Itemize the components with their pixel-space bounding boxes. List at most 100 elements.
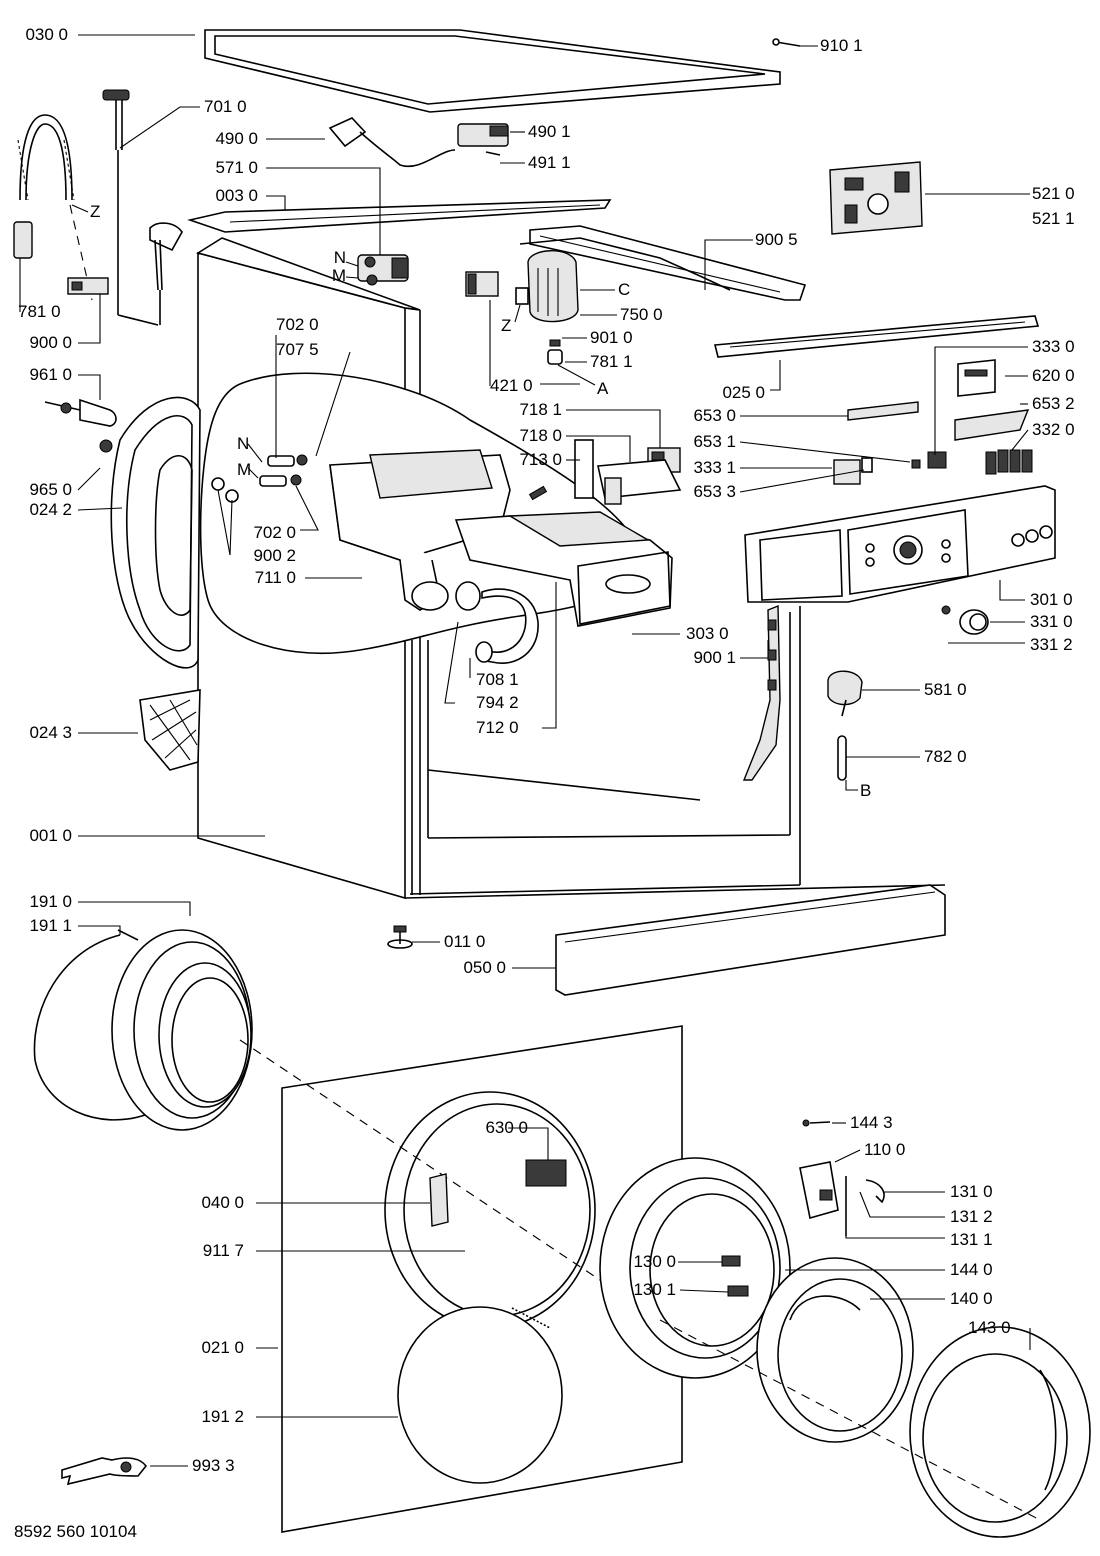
part-label-333-1: 333 1: [693, 458, 736, 477]
right-top-rail-part: [529, 225, 807, 301]
part-label-021-0: 021 0: [201, 1338, 244, 1357]
part-label-713-0: 713 0: [519, 450, 562, 469]
part-label-910-1: 910 1: [820, 36, 863, 55]
part-label-131-1: 131 1: [950, 1230, 993, 1249]
leader-lines: [19, 34, 1031, 1467]
hinge-spring-part: [845, 1176, 885, 1236]
part-label-794-2: 794 2: [476, 693, 519, 712]
door-glass-part: [756, 1257, 914, 1443]
door-frame-part: [909, 1326, 1091, 1538]
power-cable-part: [328, 117, 456, 168]
box-part: [465, 271, 529, 305]
part-label-332-0: 332 0: [1032, 420, 1075, 439]
part-label-025-0: 025 0: [722, 383, 765, 402]
part-label-521-0: 521 0: [1032, 184, 1075, 203]
screw-part: [772, 38, 801, 47]
part-label-782-0: 782 0: [924, 747, 967, 766]
panel-rail-part: [713, 315, 1040, 358]
part-label-b: B: [860, 781, 872, 800]
part-label-900-2: 900 2: [253, 546, 296, 565]
part-label-m-mid: M: [237, 460, 252, 479]
part-label-303-0: 303 0: [686, 624, 729, 643]
part-label-040-0: 040 0: [201, 1193, 244, 1212]
part-label-707-5: 707 5: [276, 340, 319, 359]
kickplate-part: [555, 884, 946, 996]
part-label-571-0: 571 0: [215, 158, 258, 177]
pressure-chamber-part: [527, 250, 579, 365]
part-label-711-0: 711 0: [254, 568, 296, 587]
siphon-part: [574, 439, 682, 505]
top-cover-part: [204, 29, 781, 113]
part-label-900-0: 900 0: [29, 333, 72, 352]
part-label-490-1: 490 1: [528, 122, 571, 141]
filter-part: [457, 123, 509, 156]
part-label-708-1: 708 1: [476, 670, 519, 689]
part-label-900-5: 900 5: [755, 230, 798, 249]
board-part: [957, 359, 996, 397]
top-rail-part: [187, 199, 612, 233]
part-label-965-0: 965 0: [29, 480, 72, 499]
part-label-620-0: 620 0: [1032, 366, 1075, 385]
knob-part: [941, 605, 989, 635]
part-label-750-0: 750 0: [620, 305, 663, 324]
part-label-191-2: 191 2: [201, 1407, 244, 1426]
part-label-701-0: 701 0: [204, 97, 247, 116]
part-label-001-0: 001 0: [29, 826, 72, 845]
part-label-024-2: 024 2: [29, 500, 72, 519]
part-label-144-3: 144 3: [850, 1113, 893, 1132]
drain-filter-part: [44, 398, 117, 453]
part-label-712-0: 712 0: [476, 718, 519, 737]
hose-part: [13, 114, 93, 301]
part-label-131-0: 131 0: [950, 1182, 993, 1201]
front-panel-part: [239, 1025, 683, 1533]
part-label-653-3: 653 3: [693, 482, 736, 501]
part-label-702-0-b: 702 0: [253, 523, 296, 542]
part-label-702-0-a: 702 0: [276, 315, 319, 334]
part-label-130-1: 130 1: [633, 1280, 676, 1299]
part-label-901-0: 901 0: [590, 328, 633, 347]
part-label-781-0: 781 0: [18, 302, 61, 321]
part-label-911-7: 911 7: [202, 1241, 244, 1260]
part-label-050-0: 050 0: [463, 958, 506, 977]
part-label-331-0: 331 0: [1030, 612, 1073, 631]
part-label-421-0: 421 0: [490, 376, 533, 395]
part-label-718-0: 718 0: [519, 426, 562, 445]
part-label-c: C: [618, 280, 631, 299]
wire-harness-part: [519, 237, 731, 291]
valve-part: [357, 254, 409, 286]
part-label-131-2: 131 2: [950, 1207, 993, 1226]
part-label-143-0: 143 0: [968, 1318, 1011, 1337]
control-unit-part: [829, 161, 923, 235]
part-label-630-0: 630 0: [485, 1118, 528, 1137]
part-label-130-0: 130 0: [633, 1252, 676, 1271]
part-label-333-0: 333 0: [1032, 337, 1075, 356]
part-label-993-3: 993 3: [192, 1456, 235, 1475]
part-label-m-top: M: [331, 266, 346, 285]
part-label-718-1: 718 1: [519, 400, 562, 419]
door-gasket-part: [33, 929, 253, 1131]
part-label-653-1: 653 1: [693, 432, 736, 451]
clip-part: [67, 277, 109, 295]
foot-part: [387, 925, 413, 949]
part-label-653-0: 653 0: [693, 406, 736, 425]
part-label-191-0: 191 0: [29, 892, 72, 911]
service-tool-part: [61, 1457, 148, 1486]
inlet-part: [117, 150, 183, 326]
part-label-521-1: 521 1: [1032, 209, 1075, 228]
document-code: 8592 560 10104: [14, 1522, 137, 1541]
part-label-140-0: 140 0: [950, 1289, 993, 1308]
small-parts: [833, 451, 947, 485]
detergent-drawer-part: [454, 511, 673, 627]
part-label-030-0: 030 0: [25, 25, 68, 44]
part-label-491-1: 491 1: [528, 153, 571, 172]
part-label-490-0: 490 0: [215, 129, 258, 148]
part-label-z-mid: Z: [501, 316, 512, 335]
part-label-900-1: 900 1: [693, 648, 736, 667]
part-label-a: A: [597, 379, 609, 398]
wiring-part: [742, 604, 781, 781]
pressure-switch-part: [827, 670, 863, 717]
part-label-011-0: 011 0: [444, 932, 486, 951]
part-label-331-2: 331 2: [1030, 635, 1073, 654]
part-label-110-0: 110 0: [864, 1140, 906, 1159]
part-label-301-0: 301 0: [1030, 590, 1073, 609]
